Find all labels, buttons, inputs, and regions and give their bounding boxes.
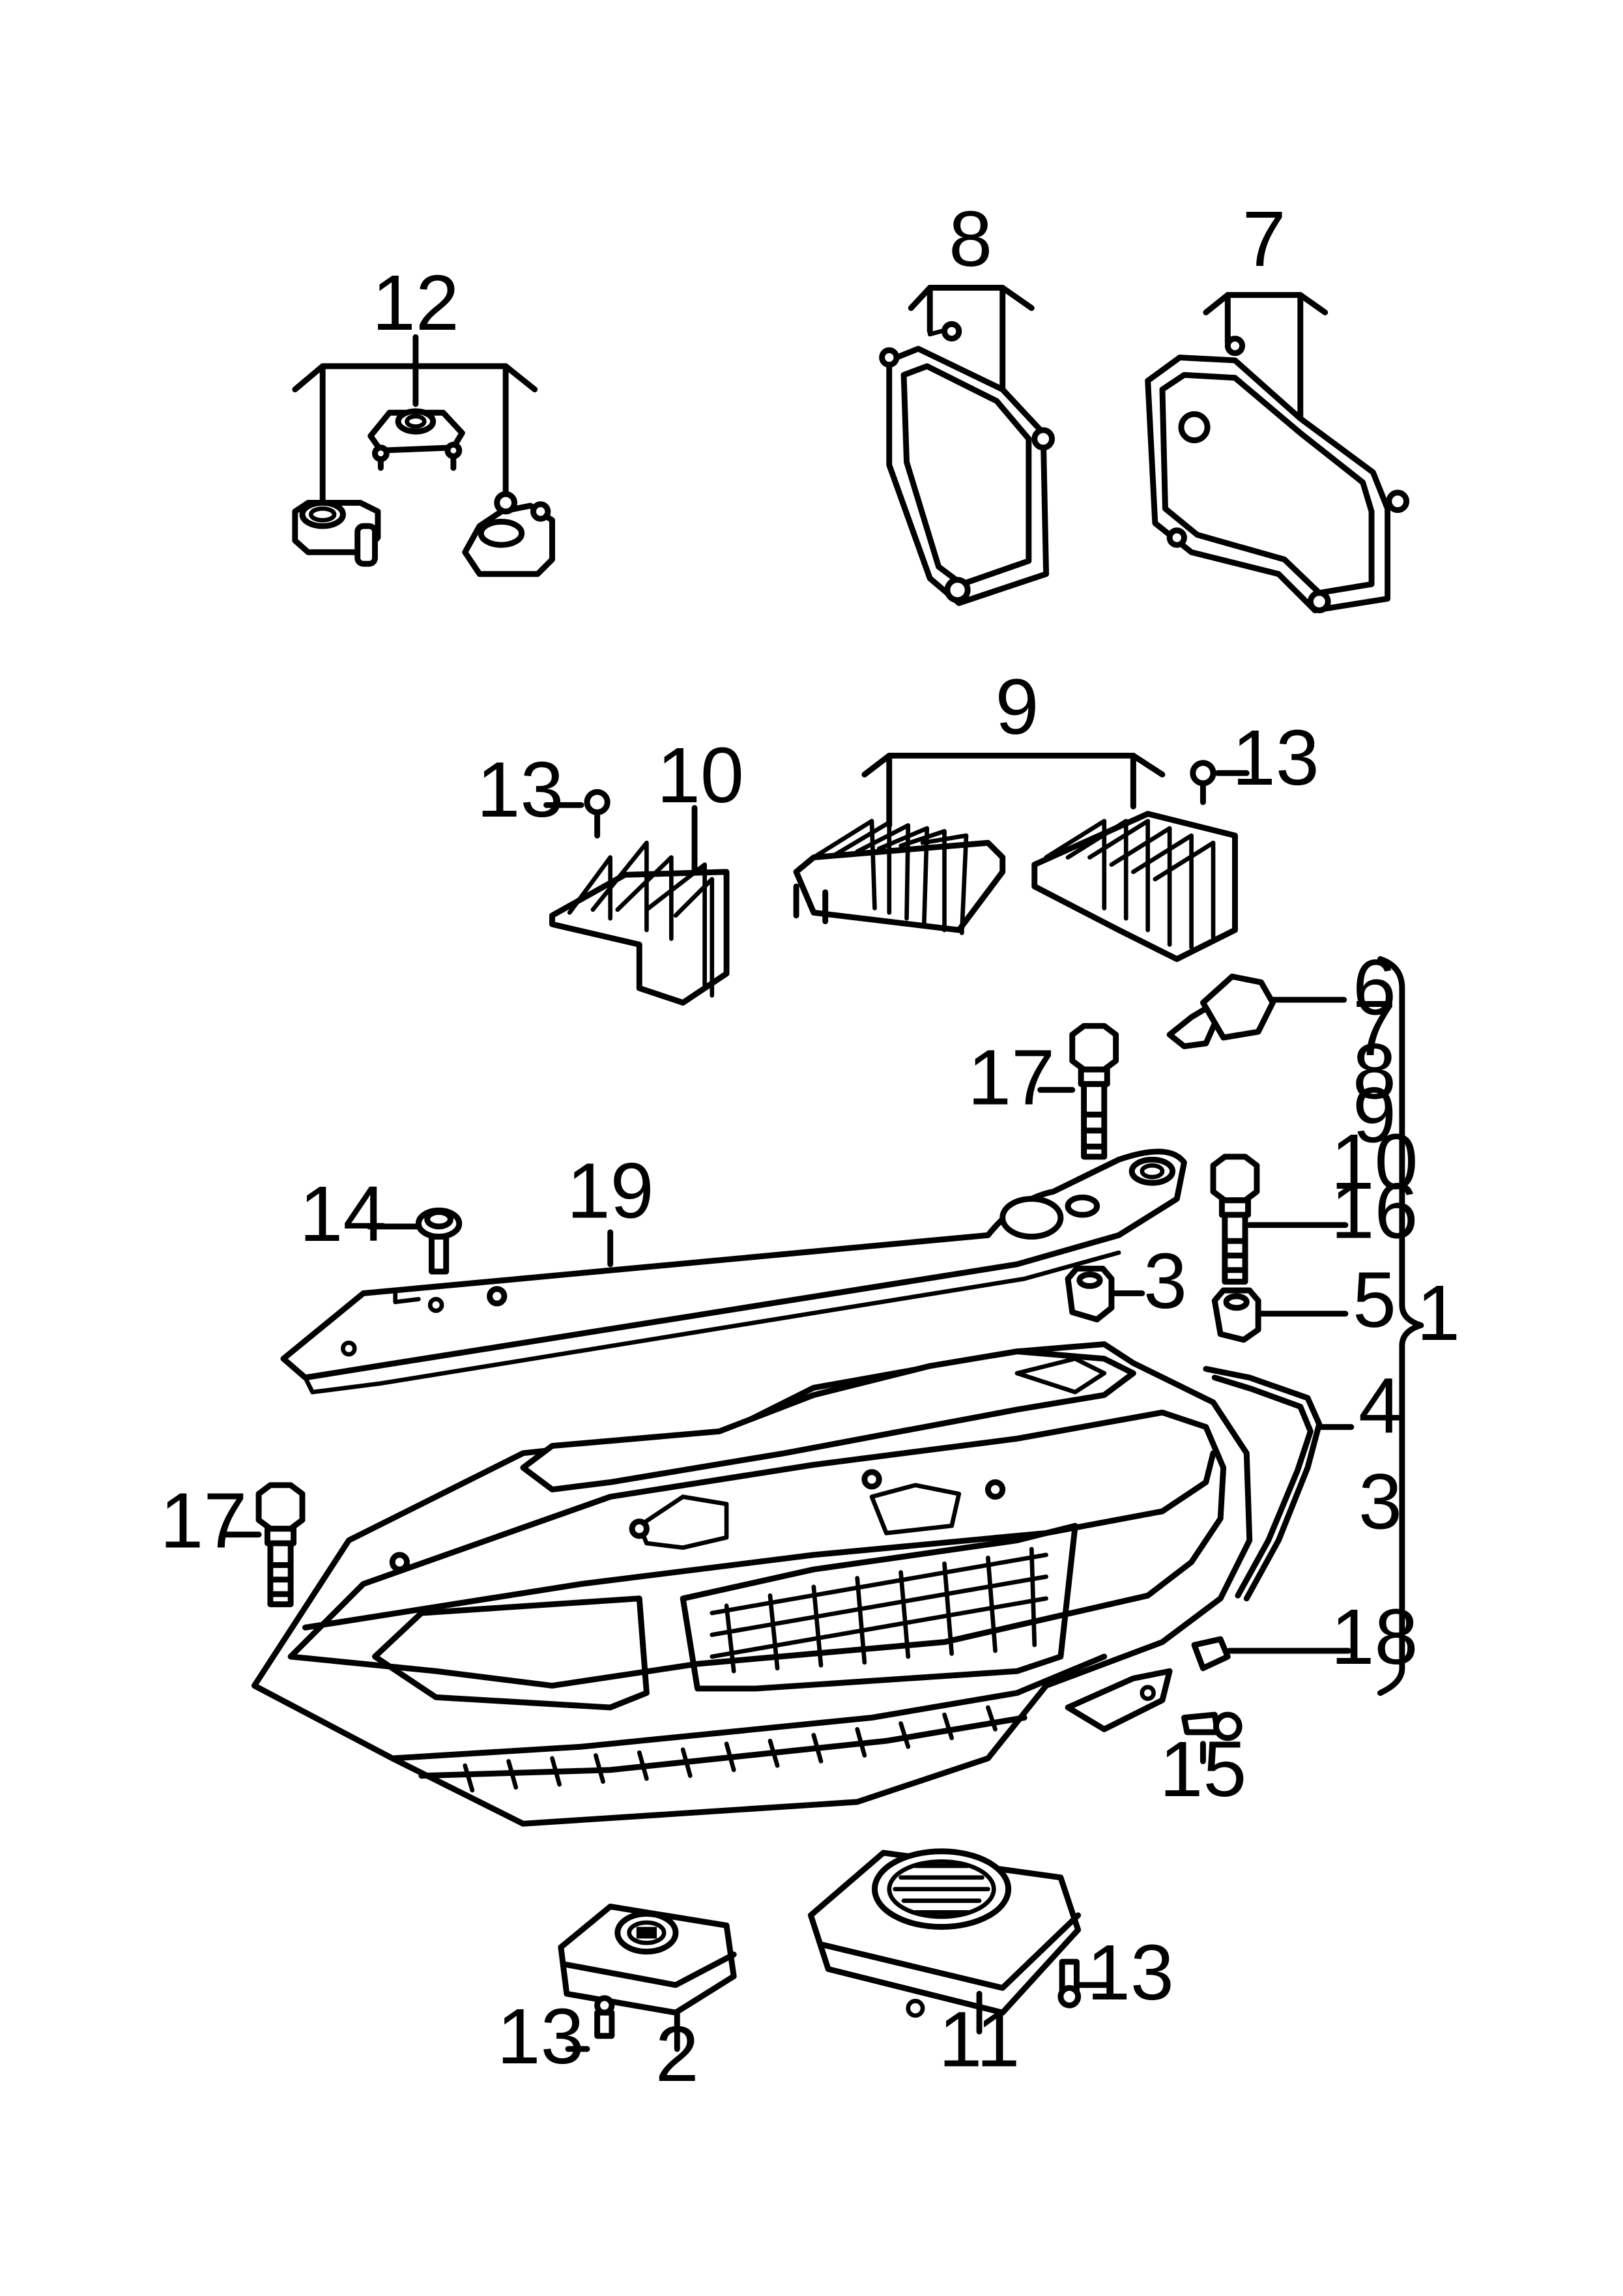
screw-15[interactable] <box>1181 1711 1242 1764</box>
screw-14[interactable] <box>366 1207 463 1275</box>
part-9-heatsink-set[interactable] <box>793 753 1238 963</box>
label-8-list: 8 <box>1353 1028 1396 1116</box>
screw-13-upper-left[interactable] <box>543 789 610 839</box>
clip-nut-3-upper[interactable] <box>1065 1266 1145 1323</box>
label-17-lower: 17 <box>160 1477 247 1565</box>
label-19: 19 <box>567 1147 654 1235</box>
label-16: 16 <box>1331 1167 1418 1255</box>
label-17-upper: 17 <box>968 1034 1055 1122</box>
part-8-frame-seal[interactable] <box>879 285 1055 606</box>
bracket-assembly-1 <box>1377 956 1424 1696</box>
part-12-adjuster-set[interactable] <box>292 334 555 577</box>
label-8: 8 <box>949 195 992 283</box>
screw-13-lower-left[interactable] <box>565 1995 615 2052</box>
part-19-mounting-bracket[interactable] <box>280 1148 1187 1395</box>
part-2-control-unit[interactable] <box>558 1903 737 2052</box>
part-18-clip[interactable] <box>1191 1636 1351 1672</box>
screw-13-lower-right[interactable] <box>1057 1958 1113 2009</box>
label-15: 15 <box>1159 1725 1246 1813</box>
label-13-upper-left: 13 <box>476 746 564 834</box>
label-11: 11 <box>939 1996 1020 2084</box>
label-18: 18 <box>1331 1593 1418 1681</box>
part-10-heatsink[interactable] <box>549 805 730 1006</box>
label-10-list: 10 <box>1331 1118 1418 1206</box>
part-11-control-unit[interactable] <box>807 1848 1082 2035</box>
label-12: 12 <box>372 259 459 347</box>
part-6-bulb-socket[interactable] <box>1166 973 1347 1049</box>
label-14: 14 <box>299 1170 386 1258</box>
label-3-list: 3 <box>1358 1458 1402 1546</box>
label-9: 9 <box>996 663 1039 751</box>
label-6: 6 <box>1353 943 1396 1031</box>
bolt-17-upper[interactable] <box>1037 1023 1119 1160</box>
screw-13-upper-right[interactable] <box>1190 760 1250 806</box>
label-9-list: 9 <box>1353 1071 1396 1159</box>
label-1: 1 <box>1416 1269 1460 1357</box>
part-4-seal-strip[interactable] <box>1203 1365 1355 1602</box>
label-2: 2 <box>655 2010 699 2098</box>
headlight-housing[interactable] <box>251 1341 1253 1827</box>
label-3-upper: 3 <box>1143 1237 1187 1325</box>
bolt-17-lower[interactable] <box>222 1482 306 1608</box>
label-7: 7 <box>1242 195 1286 283</box>
clip-nut-5[interactable] <box>1211 1287 1349 1343</box>
label-13-lower-left: 13 <box>497 1992 584 2080</box>
label-7-list: 7 <box>1353 984 1396 1072</box>
label-5: 5 <box>1353 1256 1396 1344</box>
label-10: 10 <box>657 731 744 819</box>
label-13-lower-right: 13 <box>1087 1928 1174 2016</box>
label-4: 4 <box>1358 1362 1402 1450</box>
part-7-frame-seal[interactable] <box>1145 292 1410 613</box>
bolt-16[interactable] <box>1210 1154 1349 1285</box>
label-13-upper-right: 13 <box>1232 714 1319 802</box>
